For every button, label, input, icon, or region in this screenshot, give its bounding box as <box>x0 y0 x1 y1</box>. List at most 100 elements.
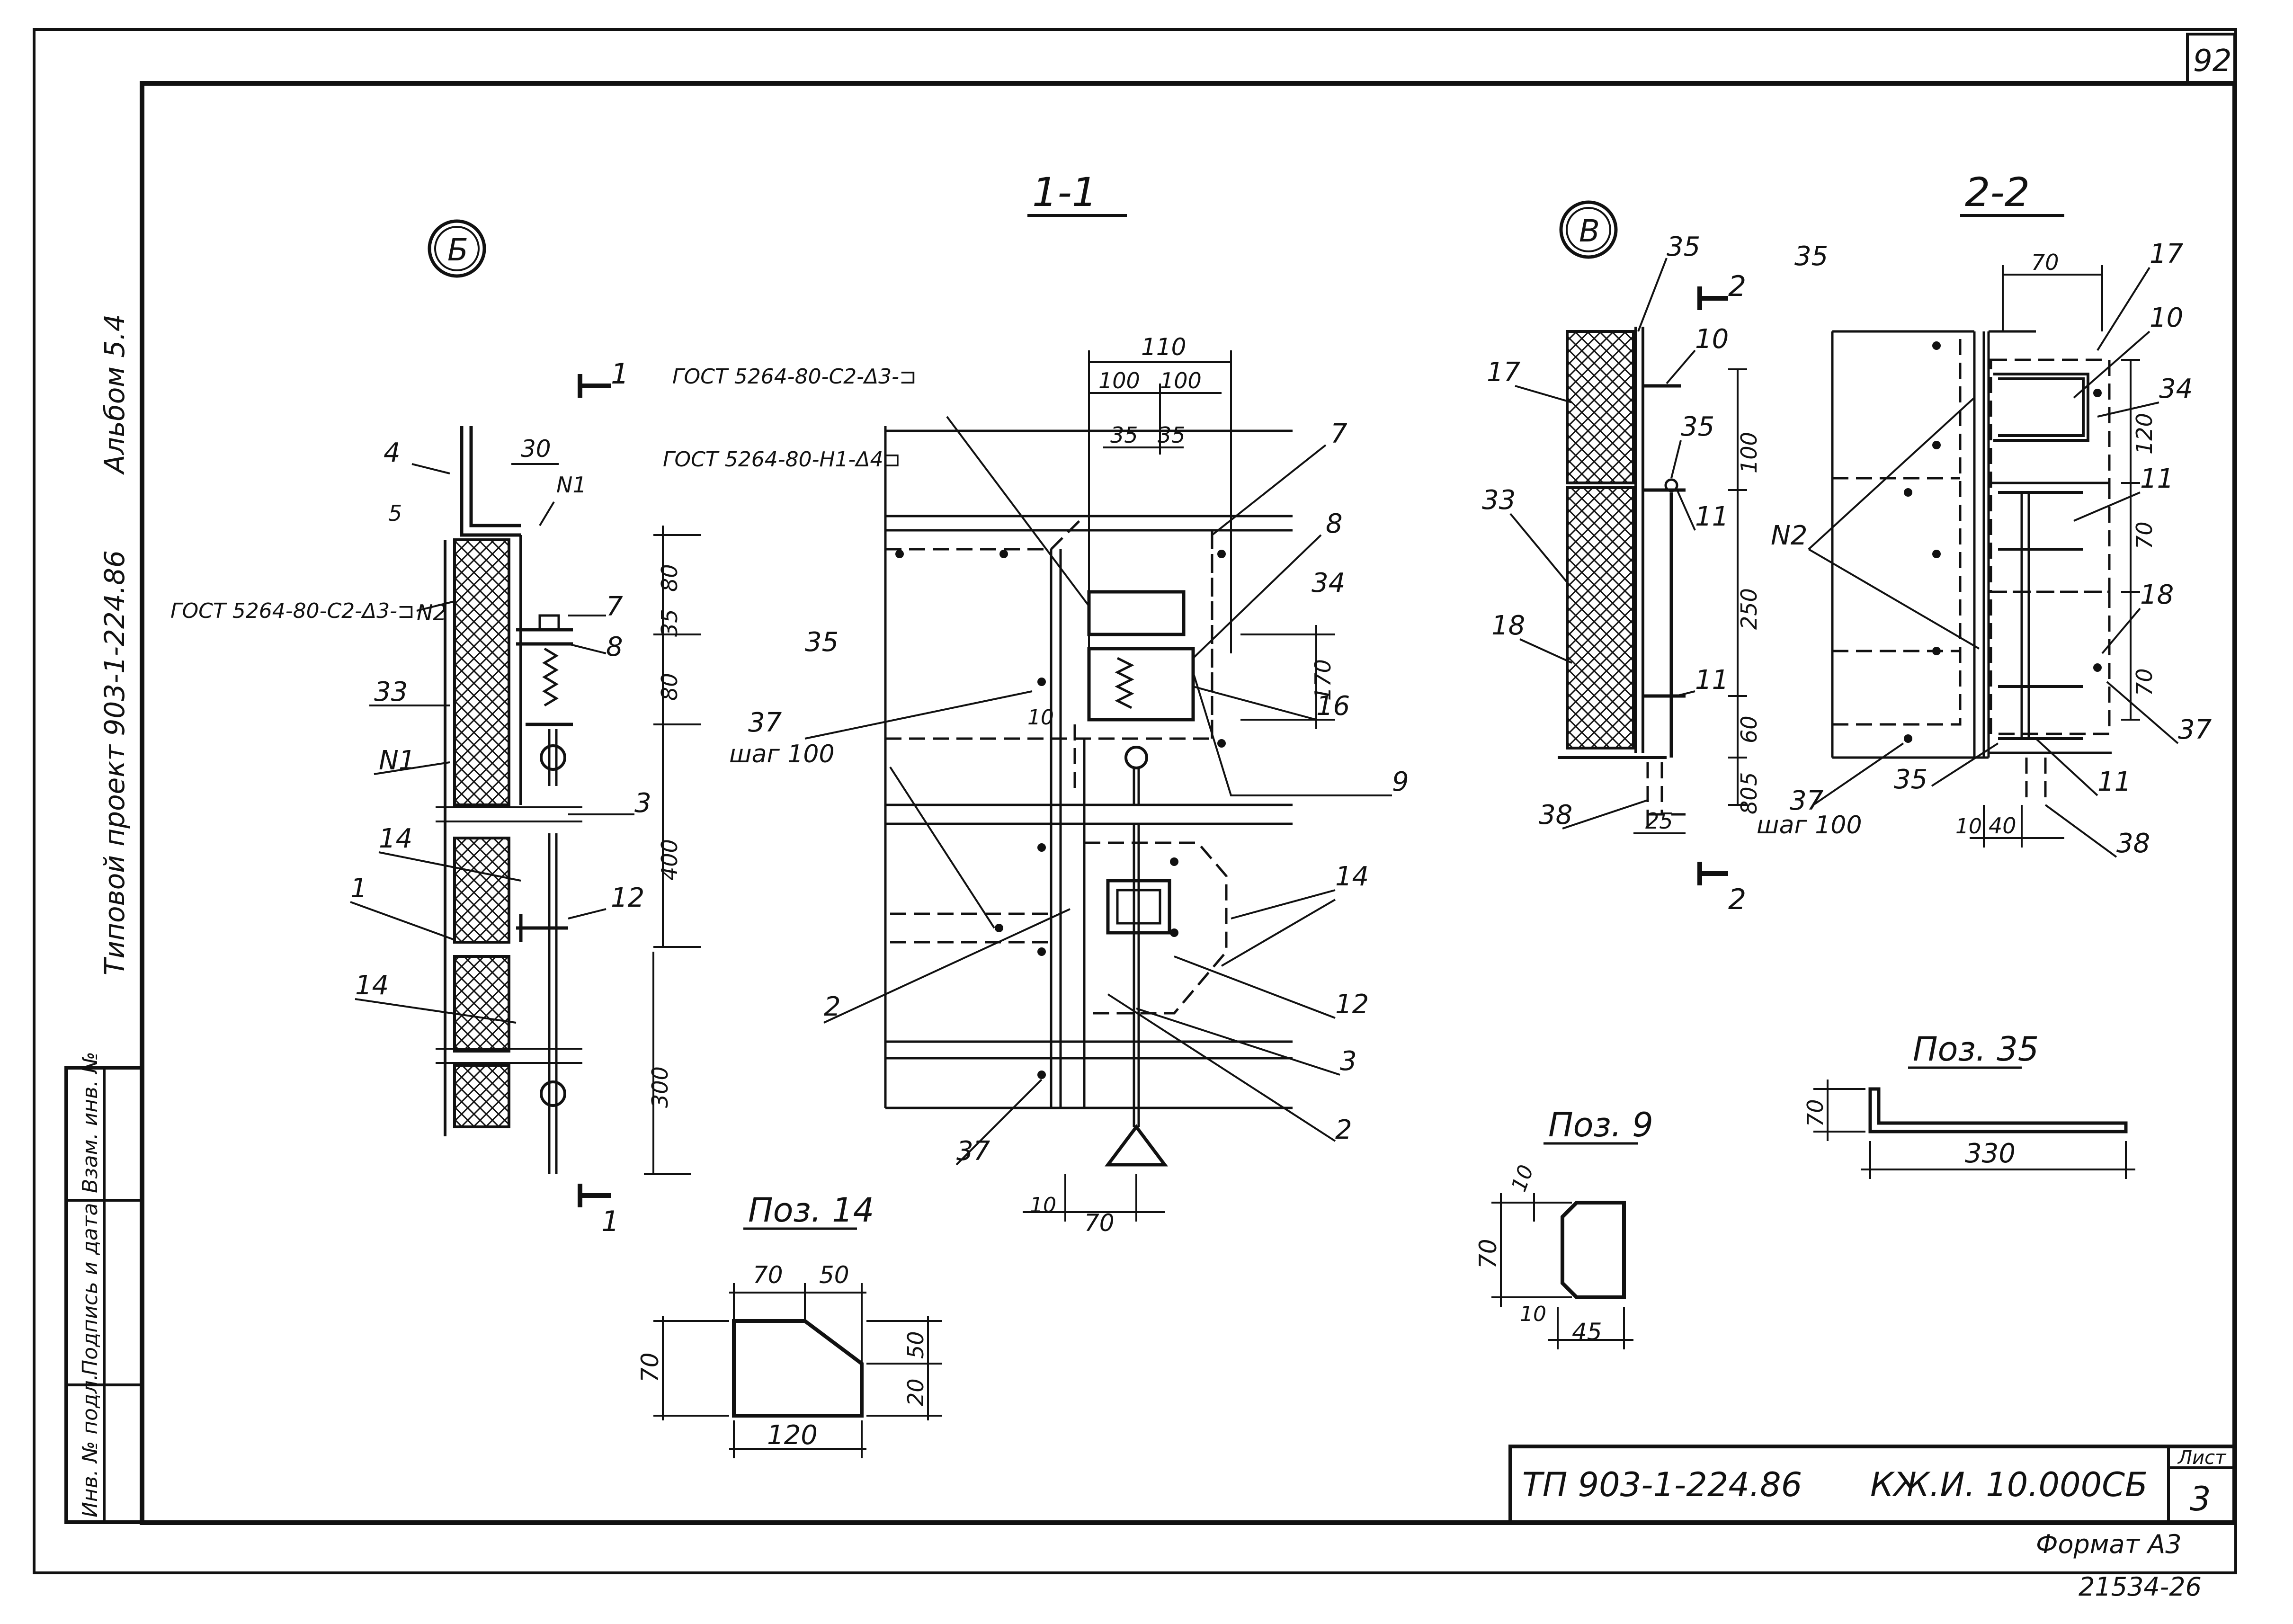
section-1-1-title: 1-1 <box>1032 169 1097 215</box>
dim-300: 300 <box>647 1066 673 1108</box>
dim-5v: 5 <box>1736 772 1762 786</box>
dim-35b: 35 <box>1158 422 1186 448</box>
dim-80v: 80 <box>1736 786 1762 814</box>
pos-16-s: 16 <box>1316 691 1350 722</box>
pos-11-2a: 11 <box>2140 464 2174 494</box>
pos-4: 4 <box>384 437 401 468</box>
poz-35-title: Поз. 35 <box>1913 1030 2039 1069</box>
dim-35: 35 <box>657 609 682 637</box>
left-stamp: Взам. инв. № Подпись и дата Инв. № подл.… <box>64 314 144 1524</box>
pos-9-s: 9 <box>1392 767 1409 797</box>
pos-2-s2: 2 <box>1335 1115 1352 1145</box>
pos-34-s: 34 <box>1312 568 1345 598</box>
dim-70b: 70 <box>2031 250 2059 275</box>
pos-35-2b: 35 <box>1894 764 1927 795</box>
dim-45: 45 <box>1572 1318 1602 1346</box>
pos-3-b: 3 <box>634 788 651 819</box>
cut-1-bottom: 1 <box>601 1205 619 1238</box>
dim-70d: 70 <box>2132 668 2157 696</box>
dim-50b: 50 <box>903 1331 928 1359</box>
stamp-inv-no: Инв. № подл. <box>78 1374 102 1517</box>
dim-80a: 80 <box>657 564 682 592</box>
pos-11-v1: 11 <box>1695 501 1729 532</box>
pos-35-2: 35 <box>1794 241 1828 272</box>
dim-110: 110 <box>1141 333 1186 361</box>
cut-2-top: 2 <box>1728 270 1746 303</box>
section-2-2-title: 2-2 <box>1965 169 2030 215</box>
dim-20: 20 <box>903 1378 928 1406</box>
pos-37-s2: 37 <box>956 1136 990 1167</box>
pos-11-2b: 11 <box>2097 767 2131 797</box>
page-number: 92 <box>2193 44 2231 79</box>
pos-7-b: 7 <box>606 591 623 622</box>
section-2-2: 2-2 70 120 70 70 10 40 35 17 10 34 N2 1 <box>1757 169 2212 859</box>
dim-80b: 80 <box>657 673 682 701</box>
poz-9-title: Поз. 9 <box>1548 1106 1653 1144</box>
pos-10-2: 10 <box>2150 303 2183 333</box>
dim-120: 120 <box>767 1420 818 1451</box>
dim-70g: 70 <box>1474 1239 1502 1269</box>
dim-10b: 10 <box>1030 1193 1056 1217</box>
pos-35-v2: 35 <box>1681 411 1714 442</box>
pos-37-s: 37 <box>748 707 782 738</box>
title-block: ТП 903-1-224.86 КЖ.И. 10.000СБ Лист 3 Фо… <box>1508 1445 2237 1602</box>
pos-37-2: 37 <box>2178 714 2212 745</box>
node-v-letter: В <box>1579 214 1600 249</box>
detail-poz-35: Поз. 35 70 330 <box>1802 1030 2135 1179</box>
dim-10d: 10 <box>1507 1162 1538 1195</box>
dim-120v: 120 <box>2132 413 2157 455</box>
n1-top: N1 <box>556 472 587 498</box>
dim-50a: 50 <box>819 1261 849 1289</box>
sheet-frame: 92 <box>33 28 2237 1574</box>
dim-10a: 10 <box>1027 705 1054 730</box>
pos-14-b2: 14 <box>355 970 389 1001</box>
poz-14-title: Поз. 14 <box>748 1191 874 1230</box>
pos-2-s1: 2 <box>824 991 841 1022</box>
dim-5: 5 <box>388 500 402 526</box>
stamp-sign-date: Подпись и дата <box>78 1203 102 1375</box>
n2-left: N2 <box>417 600 447 625</box>
inner-border <box>140 81 2237 1525</box>
detail-poz-14: Поз. 14 70 50 120 70 50 20 <box>636 1191 942 1458</box>
dim-70a: 70 <box>1084 1209 1115 1237</box>
pos-12-b: 12 <box>611 883 644 913</box>
pos-34-2: 34 <box>2159 374 2193 404</box>
dim-70f: 70 <box>636 1352 664 1383</box>
pos-33-b: 33 <box>374 677 408 707</box>
pos-8-b: 8 <box>606 632 623 662</box>
sheet-label: Лист <box>2177 1447 2227 1469</box>
n2-section: N2 <box>1771 520 1808 551</box>
stamp-replace-inv: Взам. инв. № <box>78 1052 102 1193</box>
pos-3-s: 3 <box>1340 1046 1357 1077</box>
sheet-number: 3 <box>2190 1480 2211 1518</box>
node-v-view: В 2 2 100 250 60 5 80 25 35 10 17 35 33 … <box>1482 200 1762 916</box>
section-1-1: 1-1 ГОСТ 5264-80-С2-Δ3-⊐ 110 <box>672 169 1409 1237</box>
page-number-box <box>2186 33 2236 85</box>
pos-7-s: 7 <box>1330 419 1347 449</box>
node-b-view: Б 1 1 30 5 80 35 80 400 30 <box>170 219 901 1238</box>
detail-poz-9: Поз. 9 10 70 10 45 <box>1474 1106 1653 1349</box>
node-b-marker <box>428 219 486 278</box>
cut-2-bottom: 2 <box>1728 883 1746 916</box>
pos-10-v: 10 <box>1695 324 1729 355</box>
dim-70c: 70 <box>2132 521 2157 549</box>
dim-400: 400 <box>657 839 682 881</box>
dim-170: 170 <box>1310 659 1336 701</box>
dim-100a: 100 <box>1098 368 1140 393</box>
dim-100v: 100 <box>1736 432 1762 473</box>
dim-30: 30 <box>521 435 551 463</box>
weld-note-1: ГОСТ 5264-80-С2-Δ3-⊐ <box>170 599 415 623</box>
pos-38-2: 38 <box>2116 828 2150 859</box>
album-ref: Альбом 5.4 <box>98 314 131 475</box>
step-label-2: шаг 100 <box>1757 811 1862 839</box>
pos-33-v: 33 <box>1482 485 1516 516</box>
doc-code: КЖ.И. 10.000СБ <box>1870 1465 2148 1504</box>
pos-17-v: 17 <box>1487 357 1521 388</box>
project-code: ТП 903-1-224.86 <box>1522 1465 1802 1504</box>
weld-note-2: ГОСТ 5264-80-Н1-Δ4⊐ <box>663 447 901 472</box>
format-label: Формат А3 <box>2036 1529 2182 1559</box>
pos-8-s: 8 <box>1326 509 1343 539</box>
dim-10e: 10 <box>1520 1302 1546 1326</box>
dim-10c: 10 <box>1955 814 1982 839</box>
